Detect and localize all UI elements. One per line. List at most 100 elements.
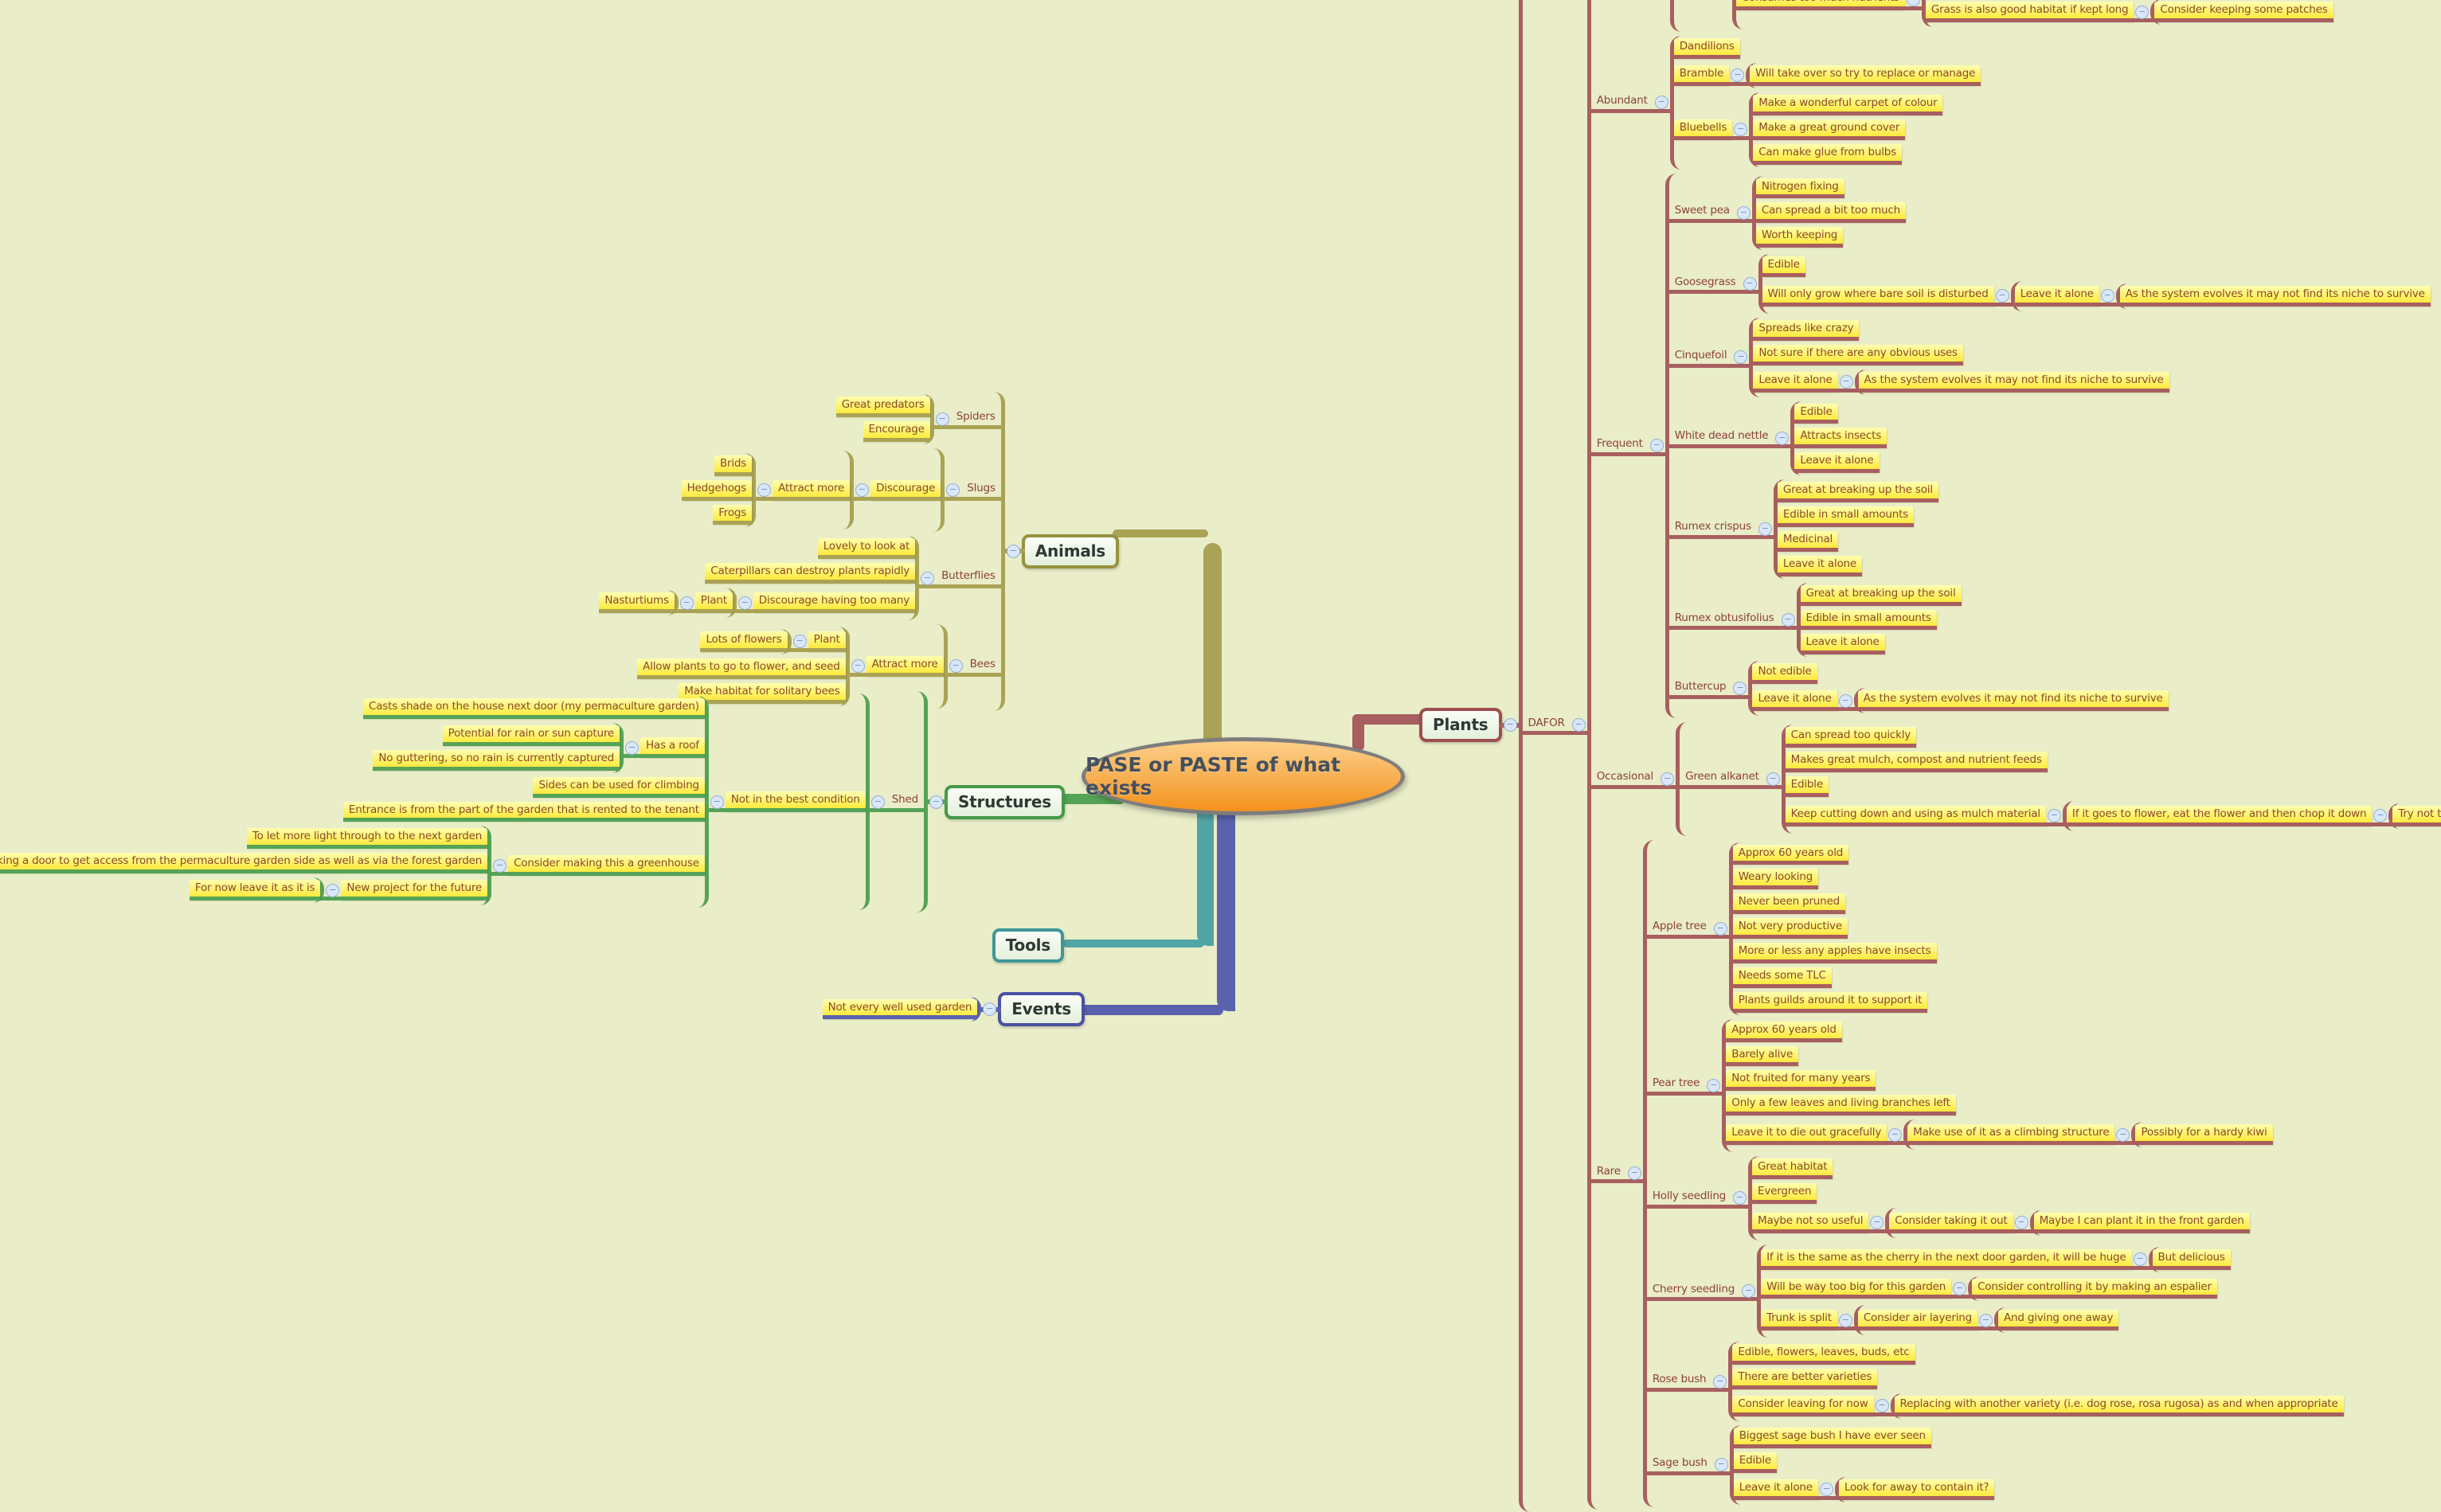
collapse-bubble[interactable]: − [851, 659, 865, 674]
node-consider-controlling-it-by-making-an-espalier[interactable]: Consider controlling it by making an esp… [1972, 1278, 2217, 1299]
node-dandilions[interactable]: Dandilions [1673, 38, 1740, 59]
collapse-bubble[interactable]: − [2100, 289, 2114, 303]
node-has-a-roof[interactable]: Has a roof [620, 737, 705, 759]
node-spreads-like-crazy[interactable]: Spreads like crazy [1753, 319, 1860, 341]
node-consider-making-a-door-to-get-access-from-the-permaculture-garden-side-as-well-as-via-the-forest-garden[interactable]: Consider making a door to get access fro… [0, 853, 488, 874]
collapse-bubble[interactable]: − [1649, 439, 1664, 453]
node-pear-tree[interactable]: Pear tree [1646, 1075, 1727, 1096]
node-evergreen[interactable]: Evergreen [1752, 1182, 1817, 1204]
node-makes-great-mulch-compost-and-nutrient-feeds[interactable]: Makes great mulch, compost and nutrient … [1785, 751, 2048, 772]
root-node[interactable]: PASE or PASTE of what exists [1082, 737, 1405, 815]
collapse-bubble[interactable]: − [1734, 350, 1748, 365]
node-great-habitat[interactable]: Great habitat [1752, 1158, 1833, 1179]
node-potential-for-rain-or-sun-capture[interactable]: Potential for rain or sun capture [442, 725, 620, 746]
node-medicinal[interactable]: Medicinal [1777, 530, 1839, 552]
collapse-bubble[interactable]: − [1838, 1313, 1852, 1327]
node-bramble[interactable]: Bramble [1673, 65, 1751, 86]
collapse-bubble[interactable]: − [1819, 1483, 1833, 1497]
node-encourage[interactable]: Encourage [863, 420, 930, 442]
node-events[interactable]: Events [980, 992, 1085, 1026]
collapse-bubble[interactable]: − [1781, 612, 1795, 627]
node-structures[interactable]: Structures [926, 784, 1065, 819]
node-keep-cutting-down-and-using-as-mulch-material[interactable]: Keep cutting down and using as mulch mat… [1785, 805, 2067, 826]
node-leave-it-alone[interactable]: Leave it alone [2014, 286, 2120, 307]
collapse-bubble[interactable]: − [1875, 1399, 1889, 1413]
node-occasional[interactable]: Occasional [1590, 768, 1680, 790]
node-slugs[interactable]: Slugs [940, 480, 1001, 501]
node-if-it-goes-to-flower-eat-the-flower-and-then-chop-it-down[interactable]: If it goes to flower, eat the flower and… [2066, 805, 2393, 826]
node-nasturtiums[interactable]: Nasturtiums [599, 592, 675, 613]
node-nitrogen-fixing[interactable]: Nitrogen fixing [1755, 178, 1844, 199]
collapse-bubble[interactable]: − [929, 795, 943, 809]
node-edible-in-small-amounts[interactable]: Edible in small amounts [1800, 609, 1937, 631]
node-rare[interactable]: Rare [1590, 1163, 1648, 1184]
collapse-bubble[interactable]: − [792, 635, 807, 649]
collapse-bubble[interactable]: − [1006, 544, 1020, 558]
node-as-the-system-evolves-it-may-not-find-its-niche-to-survive[interactable]: As the system evolves it may not find it… [1857, 690, 2169, 711]
collapse-bubble[interactable]: − [1743, 277, 1757, 291]
node-shed[interactable]: Shed [865, 791, 924, 812]
node-look-for-away-to-contain-it[interactable]: Look for away to contain it? [1838, 1479, 1995, 1500]
node-abundant[interactable]: Abundant [1590, 92, 1674, 113]
node-make-a-great-ground-cover[interactable]: Make a great ground cover [1753, 119, 1906, 140]
collapse-bubble[interactable]: − [1654, 96, 1668, 110]
node-can-spread-too-quickly[interactable]: Can spread too quickly [1785, 727, 1917, 748]
node-goosegrass[interactable]: Goosegrass [1668, 274, 1762, 295]
node-edible-in-small-amounts[interactable]: Edible in small amounts [1777, 506, 1915, 527]
node-as-the-system-evolves-it-may-not-find-its-niche-to-survive[interactable]: As the system evolves it may not find it… [2119, 286, 2431, 307]
node-approx-60-years-old[interactable]: Approx 60 years old [1726, 1021, 1842, 1042]
node-can-spread-a-bit-too-much[interactable]: Can spread a bit too much [1755, 202, 1906, 224]
node-rumex-obtusifolius[interactable]: Rumex obtusifolius [1668, 610, 1801, 631]
node-make-habitat-for-solitary-bees[interactable]: Make habitat for solitary bees [679, 682, 846, 704]
node-great-predators[interactable]: Great predators [835, 397, 930, 417]
collapse-bubble[interactable]: − [1713, 1374, 1727, 1389]
node-sweet-pea[interactable]: Sweet pea [1668, 202, 1757, 224]
collapse-bubble[interactable]: − [855, 483, 870, 498]
node-leave-it-alone[interactable]: Leave it alone [1800, 634, 1885, 655]
node-edible[interactable]: Edible [1794, 403, 1838, 424]
node-consider-leaving-for-now[interactable]: Consider leaving for now [1732, 1396, 1895, 1416]
collapse-bubble[interactable]: − [983, 1002, 997, 1016]
node-worth-keeping[interactable]: Worth keeping [1755, 227, 1844, 248]
node-rose-bush[interactable]: Rose bush [1646, 1371, 1732, 1392]
collapse-bubble[interactable]: − [1707, 1078, 1721, 1092]
node-and-giving-one-away[interactable]: And giving one away [1997, 1310, 2119, 1331]
node-sage-bush[interactable]: Sage bush [1646, 1455, 1734, 1475]
collapse-bubble[interactable]: − [1661, 772, 1675, 786]
collapse-bubble[interactable]: − [946, 483, 960, 498]
node-holly-seedling[interactable]: Holly seedling [1646, 1188, 1753, 1209]
node-no-guttering-so-no-rain-is-currently-captured[interactable]: No guttering, so no rain is currently ca… [373, 749, 620, 771]
node-more-or-less-any-apples-have-insects[interactable]: More or less any apples have insects [1732, 943, 1937, 963]
node-allow-plants-to-go-to-flower-and-seed[interactable]: Allow plants to go to flower, and seed [637, 658, 846, 679]
collapse-bubble[interactable]: − [1733, 1191, 1747, 1205]
collapse-bubble[interactable]: − [1571, 718, 1586, 732]
node-try-not-to-let-it-seed[interactable]: Try not to let it seed [2392, 805, 2441, 826]
node-but-delicious[interactable]: But delicious [2152, 1248, 2231, 1270]
node-lots-of-flowers[interactable]: Lots of flowers [700, 631, 788, 652]
node-plants[interactable]: Plants [1419, 708, 1519, 742]
node-leave-it-alone[interactable]: Leave it alone [1752, 690, 1858, 711]
collapse-bubble[interactable]: − [737, 596, 752, 610]
node-discourage[interactable]: Discourage [850, 479, 941, 501]
collapse-bubble[interactable]: − [1503, 718, 1517, 732]
node-cinquefoil[interactable]: Cinquefoil [1668, 347, 1753, 368]
collapse-bubble[interactable]: − [2133, 1252, 2147, 1267]
node-cherry-seedling[interactable]: Cherry seedling [1646, 1281, 1762, 1302]
node-rumex-crispus[interactable]: Rumex crispus [1668, 518, 1778, 540]
node-as-the-system-evolves-it-may-not-find-its-niche-to-survive[interactable]: As the system evolves it may not find it… [1858, 371, 2169, 393]
node-can-make-glue-from-bulbs[interactable]: Can make glue from bulbs [1753, 143, 1902, 165]
collapse-bubble[interactable]: − [1953, 1281, 1967, 1295]
node-not-very-productive[interactable]: Not very productive [1732, 918, 1848, 939]
node-not-in-the-best-condition[interactable]: Not in the best condition [704, 791, 866, 812]
node-consumes-too-much-nutrients[interactable]: Consumes too much nutrients [1735, 0, 1927, 10]
collapse-bubble[interactable]: − [1839, 375, 1853, 389]
node-there-are-better-varieties[interactable]: There are better varieties [1732, 1369, 1878, 1389]
node-bees[interactable]: Bees [943, 656, 1001, 677]
node-great-at-breaking-up-the-soil[interactable]: Great at breaking up the soil [1777, 482, 1938, 502]
node-green-alkanet[interactable]: Green alkanet [1680, 768, 1786, 790]
node-needs-some-tlc[interactable]: Needs some TLC [1732, 967, 1832, 988]
node-leave-it-alone[interactable]: Leave it alone [1794, 452, 1880, 474]
collapse-bubble[interactable]: − [1978, 1313, 1993, 1327]
node-not-fruited-for-many-years[interactable]: Not fruited for many years [1726, 1070, 1876, 1092]
node-grass-is-also-good-habitat-if-kept-long[interactable]: Grass is also good habitat if kept long [1925, 2, 2154, 23]
